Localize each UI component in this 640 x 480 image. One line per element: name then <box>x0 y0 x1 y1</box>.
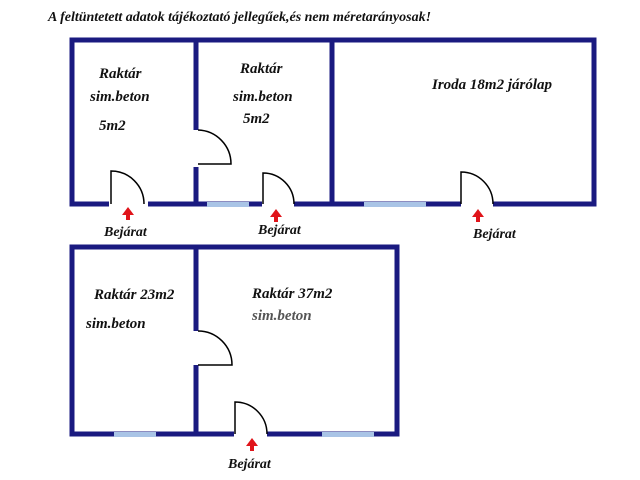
door-storage1 <box>110 170 145 205</box>
top-window-1 <box>207 202 249 207</box>
bottom-building <box>69 244 400 437</box>
entrance-arrow-3 <box>472 209 484 222</box>
bottom-outer-wall <box>69 244 400 437</box>
entrance-arrow-2 <box>270 209 282 222</box>
entrance-label-3: Bejárat <box>472 227 517 242</box>
storage23-label: Raktár 23m2 <box>93 287 175 303</box>
door-interior-bottom <box>197 330 233 366</box>
entrance-label-1: Bejárat <box>103 225 148 240</box>
storage37-label: Raktár 37m2 <box>251 286 333 302</box>
bottom-window-1 <box>114 432 156 437</box>
door-office <box>460 171 494 205</box>
top-building <box>69 37 597 207</box>
entrance-arrow-1 <box>122 207 134 220</box>
bottom-window-2 <box>322 432 374 437</box>
storage23-material: sim.beton <box>85 316 146 332</box>
storage2-name: Raktár <box>239 61 283 77</box>
disclaimer-text: A feltüntetett adatok tájékoztató jelleg… <box>47 10 431 25</box>
storage2-area: 5m2 <box>243 111 270 127</box>
storage37-material: sim.beton <box>251 308 312 324</box>
entrance-label-2: Bejárat <box>257 223 302 238</box>
top-window-2 <box>364 202 426 207</box>
storage1-material: sim.beton <box>89 89 150 105</box>
door-storage37 <box>234 401 268 435</box>
door-interior-top <box>197 129 232 165</box>
door-storage2 <box>262 172 295 205</box>
office-label: Iroda 18m2 járólap <box>431 77 553 93</box>
storage2-material: sim.beton <box>232 89 293 105</box>
entrance-label-4: Bejárat <box>227 457 272 472</box>
storage1-name: Raktár <box>98 66 142 82</box>
storage1-area: 5m2 <box>99 118 126 134</box>
entrance-arrow-4 <box>246 438 258 451</box>
